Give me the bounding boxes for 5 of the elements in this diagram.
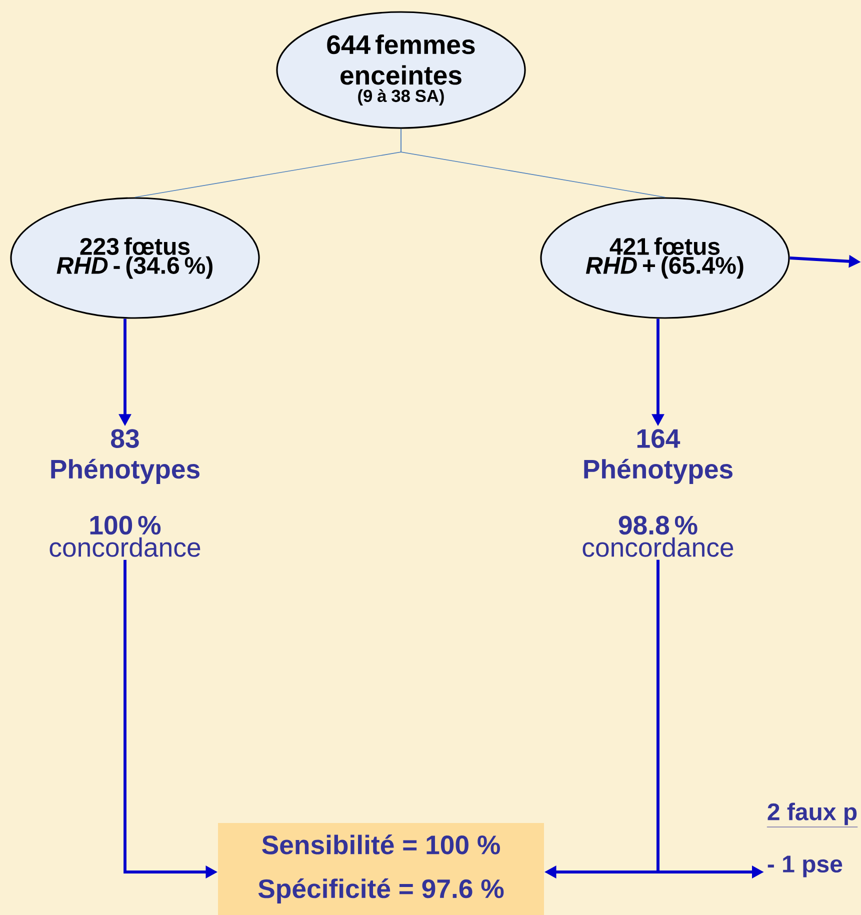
note-text: 2 faux p - 1 pse bbox=[766, 802, 858, 878]
result-box: Sensibilité = 100 % Spécificité = 97.6 % bbox=[218, 823, 544, 915]
result-text: 164 Phénotypes 98.8 % concordance bbox=[582, 429, 734, 557]
result-text: 83 Phénotypes 100 % concordance bbox=[50, 429, 200, 557]
connector bbox=[400, 128, 666, 198]
